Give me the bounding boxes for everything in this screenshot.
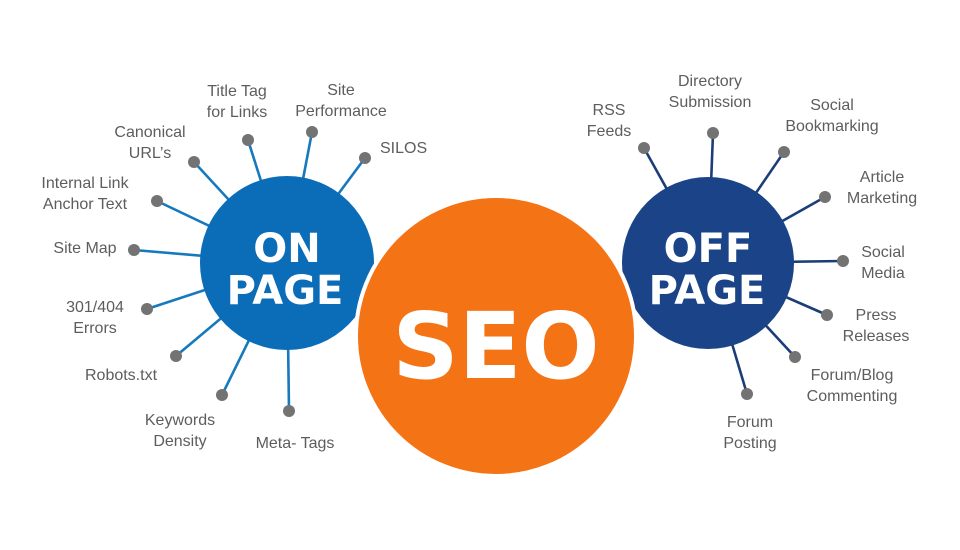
- on-page-label-silos: SILOS: [380, 140, 427, 157]
- off-page-label-line: Releases: [843, 328, 910, 345]
- on-page-spoke-dot-keywords-density: [216, 389, 228, 401]
- on-page-label-site-map: Site Map: [53, 240, 116, 257]
- on-page-label-line: Canonical: [114, 124, 185, 141]
- off-page-spoke-dot-article-marketing: [819, 191, 831, 203]
- off-page-label-line: Media: [861, 265, 905, 282]
- off-page-spoke-dot-press-releases: [821, 309, 833, 321]
- on-page-spoke-dot-robots-txt: [170, 350, 182, 362]
- on-page-spoke-dot-site-map: [128, 244, 140, 256]
- off-page-spoke-dot-forum-posting: [741, 388, 753, 400]
- on-page-label-line: Site Map: [53, 240, 116, 257]
- off-page-spoke-dot-directory-submission: [707, 127, 719, 139]
- off-page-spoke-dot-social-bookmarking: [778, 146, 790, 158]
- off-page-label-line: Marketing: [847, 190, 917, 207]
- on-page-title-line1: ON: [253, 226, 320, 272]
- on-page-label-line: Density: [153, 433, 206, 450]
- off-page-label-line: Directory: [678, 73, 742, 90]
- on-page-label-meta-tags: Meta- Tags: [256, 435, 335, 452]
- off-page-title-line2: PAGE: [649, 268, 766, 314]
- on-page-label-line: URL’s: [129, 145, 171, 162]
- off-page-hub: [622, 177, 794, 349]
- on-page-label-line: Title Tag: [207, 83, 267, 100]
- off-page-label-line: Submission: [669, 94, 752, 111]
- on-page-label-line: Robots.txt: [85, 367, 158, 384]
- off-page-label-line: Social: [810, 97, 854, 114]
- on-page-spoke-dot-meta-tags: [283, 405, 295, 417]
- on-page-label-line: SILOS: [380, 140, 427, 157]
- on-page-label-line: Anchor Text: [43, 196, 128, 213]
- off-page-label-line: Commenting: [807, 388, 898, 405]
- off-page-label-line: Forum: [727, 414, 773, 431]
- seo-title: SEO: [392, 293, 599, 400]
- on-page-label-line: Performance: [295, 103, 387, 120]
- on-page-spoke-dot-site-performance: [306, 126, 318, 138]
- off-page-spoke-dot-social-media: [837, 255, 849, 267]
- on-page-label-line: for Links: [207, 104, 267, 121]
- on-page-label-line: Errors: [73, 320, 117, 337]
- off-page-spoke-dot-forum-blog-commenting: [789, 351, 801, 363]
- on-page-title-line2: PAGE: [227, 268, 344, 314]
- hubs-layer: ON PAGE OFF PAGE SEO: [200, 176, 794, 478]
- on-page-label-line: Site: [327, 82, 355, 99]
- on-page-label-line: Internal Link: [41, 175, 129, 192]
- off-page-spoke-dot-rss-feeds: [638, 142, 650, 154]
- off-page-label-line: Bookmarking: [785, 118, 878, 135]
- on-page-hub: [200, 176, 374, 350]
- on-page-label-line: Meta- Tags: [256, 435, 335, 452]
- on-page-spoke-dot-silos: [359, 152, 371, 164]
- off-page-label-line: RSS: [593, 102, 626, 119]
- on-page-label-line: 301/404: [66, 299, 124, 316]
- off-page-label-line: Feeds: [587, 123, 631, 140]
- seo-hub: [354, 194, 638, 478]
- on-page-label-line: Keywords: [145, 412, 215, 429]
- off-page-label-line: Social: [861, 244, 905, 261]
- off-page-label-rss-feeds: RSS Feeds: [587, 102, 631, 140]
- on-page-spoke-dot-internal-link-anchor-text: [151, 195, 163, 207]
- on-page-spoke-dot-title-tag-for-links: [242, 134, 254, 146]
- off-page-label-line: Posting: [723, 435, 776, 452]
- off-page-label-line: Press: [856, 307, 897, 324]
- on-page-label-robots-txt: Robots.txt: [85, 367, 158, 384]
- on-page-label-title-tag-for-links: Title Tag for Links: [207, 83, 267, 121]
- off-page-label-line: Article: [860, 169, 905, 186]
- off-page-label-line: Forum/Blog: [811, 367, 894, 384]
- off-page-title-line1: OFF: [664, 226, 753, 272]
- on-page-spoke-dot-canonical-url-s: [188, 156, 200, 168]
- on-page-spoke-dot-301-404-errors: [141, 303, 153, 315]
